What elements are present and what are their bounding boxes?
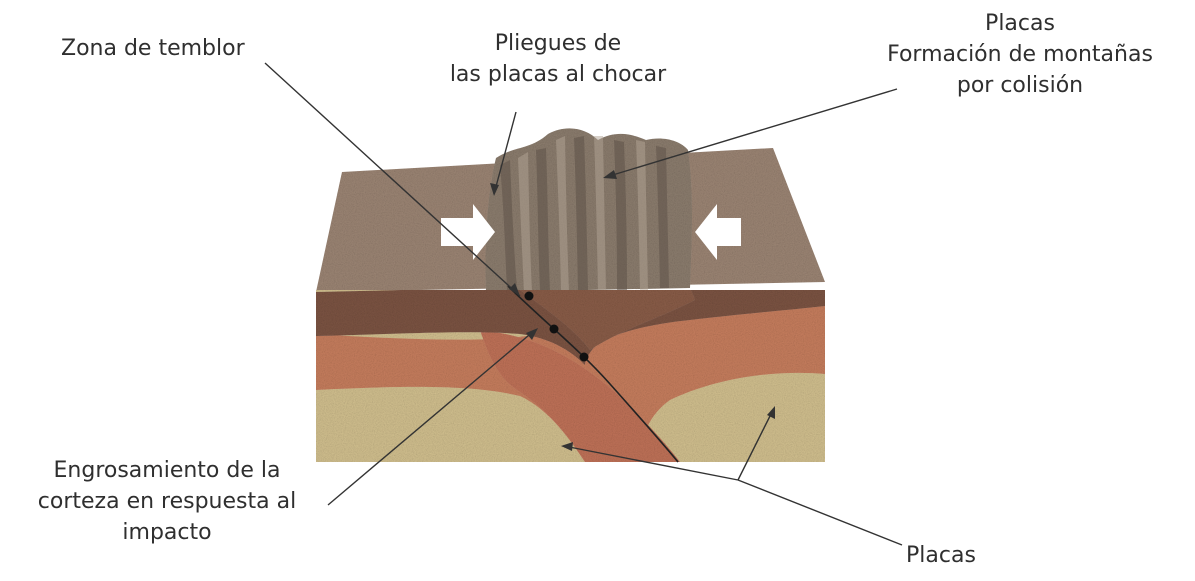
arrowhead-placas-bottom-b <box>767 406 775 419</box>
arrowhead-zona-temblor <box>509 283 520 296</box>
arrowhead-placas-top <box>603 170 617 179</box>
leader-engrosamiento <box>327 329 536 506</box>
label-zona-temblor: Zona de temblor <box>61 36 245 61</box>
leader-placas-bottom-a <box>737 479 903 546</box>
leader-arrowheads <box>490 170 775 451</box>
right-push-arrow <box>695 204 741 260</box>
label-placas-top-line-2: Formación de montañas <box>887 42 1153 67</box>
label-placas-top-line-1: Placas <box>985 11 1055 36</box>
subducting-slab <box>480 330 680 462</box>
leader-placas-top <box>605 88 898 178</box>
fold-highlights <box>518 136 648 292</box>
fold-grooves <box>500 136 669 292</box>
label-engrosamiento: Engrosamiento de la corteza en respuesta… <box>12 455 322 548</box>
label-engrosamiento-line-2: corteza en respuesta al <box>37 489 297 514</box>
label-engrosamiento-line-1: Engrosamiento de la <box>53 458 281 483</box>
label-pliegues: Pliegues de las placas al chocar <box>438 28 678 90</box>
arrowhead-engrosamiento <box>526 328 538 340</box>
earthquake-dot <box>524 291 534 301</box>
leader-placas-bottom-b <box>563 445 739 481</box>
label-engrosamiento-line-3: impacto <box>122 520 212 545</box>
label-placas-bottom: Placas <box>906 543 976 568</box>
leader-placas-bottom-c <box>737 409 774 481</box>
leader-pliegues <box>493 111 517 195</box>
leader-lines <box>264 62 903 546</box>
fault-line <box>507 285 679 463</box>
label-pliegues-line-1: Pliegues de <box>494 31 622 56</box>
arrowhead-pliegues <box>490 183 499 196</box>
earthquake-dot <box>579 352 589 362</box>
label-placas-top-line-3: por colisión <box>956 73 1084 98</box>
leader-zona-temblor <box>264 62 521 297</box>
left-push-arrow <box>441 204 495 260</box>
arrowhead-placas-bottom-a <box>561 442 573 451</box>
label-placas-top: Placas Formación de montañas por colisió… <box>875 8 1165 101</box>
crust-bulge <box>520 290 695 350</box>
earthquake-dot <box>549 324 559 334</box>
label-pliegues-line-2: las placas al chocar <box>449 62 667 87</box>
